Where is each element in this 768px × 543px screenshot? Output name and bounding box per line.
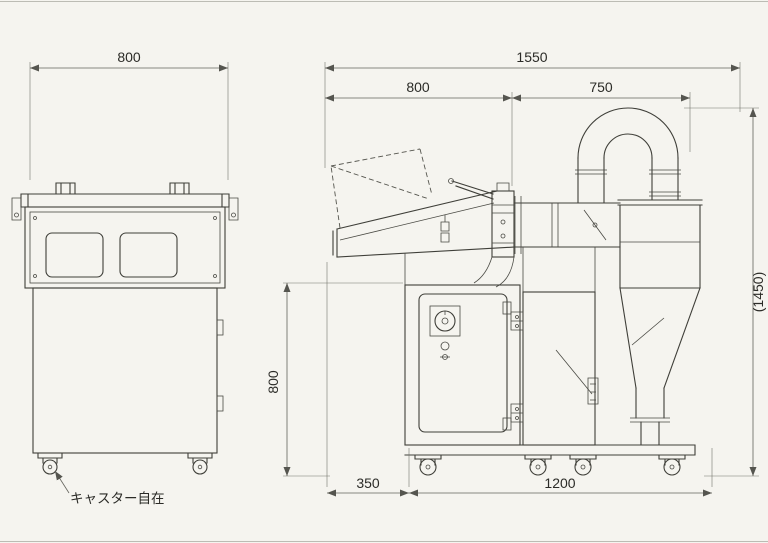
dimension-upper-widths: 800 750	[325, 79, 691, 186]
dim-overall-height-value: (1450)	[750, 272, 766, 312]
middle-cabinet	[510, 247, 596, 446]
u-pipe	[575, 107, 681, 204]
base-frame	[404, 444, 696, 456]
front-view: キャスター自在	[11, 182, 239, 506]
connection-duct	[514, 196, 621, 254]
dimension-front-width: 800	[29, 49, 229, 180]
dim-base-width-value: 1200	[544, 475, 575, 491]
side-view	[330, 107, 703, 476]
dimension-bottom: 350 1200	[326, 262, 713, 497]
cyclone	[587, 199, 703, 446]
caster-note-label: キャスター自在	[70, 491, 165, 506]
phantom-hopper	[330, 148, 433, 229]
caster-note: キャスター自在	[54, 470, 165, 506]
feeder-head	[448, 178, 515, 288]
dim-front-width-value: 800	[117, 49, 141, 65]
dim-upper-left-value: 800	[406, 79, 430, 95]
dimension-overall-width: 1550	[324, 49, 741, 168]
top-cap	[11, 193, 239, 221]
lower-box	[32, 287, 224, 454]
dimension-body-height: 800	[265, 282, 403, 477]
dim-body-height-value: 800	[265, 370, 281, 394]
inclined-feeder	[332, 190, 516, 258]
dim-overall-width-value: 1550	[516, 49, 547, 65]
upper-box	[24, 206, 226, 289]
dim-upper-right-value: 750	[589, 79, 613, 95]
dim-bottom-offset-value: 350	[356, 475, 380, 491]
top-clamps	[55, 182, 190, 195]
dimension-overall-height: (1450)	[684, 107, 766, 477]
front-casters	[37, 452, 213, 475]
control-cabinet	[404, 253, 521, 446]
side-casters	[414, 454, 686, 476]
